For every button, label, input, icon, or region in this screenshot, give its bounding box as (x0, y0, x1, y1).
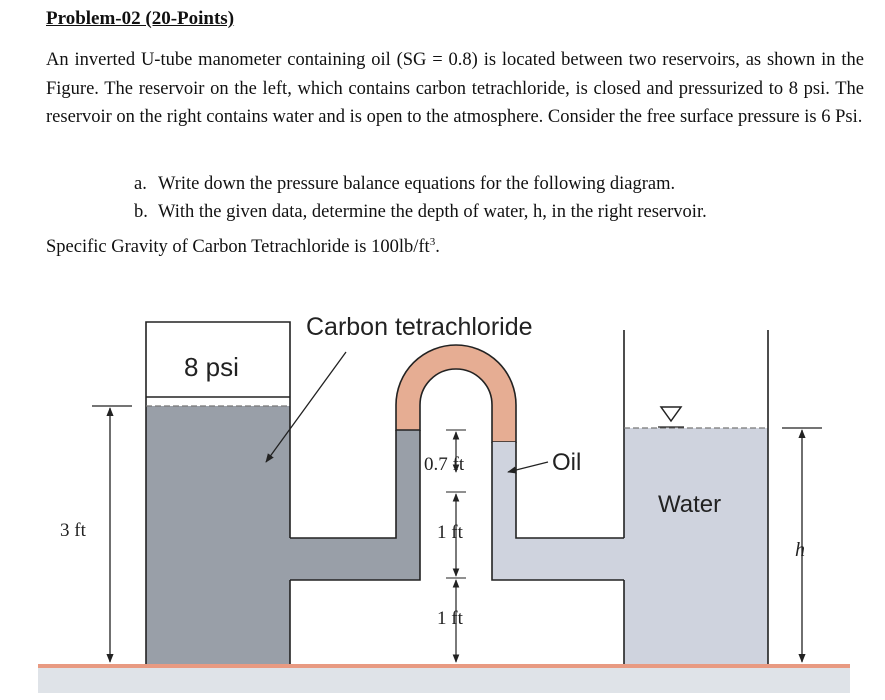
task-marker: a. (134, 174, 147, 194)
oil-u-tube (395, 344, 517, 443)
task-text: With the given data, determine the depth… (158, 202, 707, 222)
problem-title: Problem-02 (20-Points) (46, 8, 235, 29)
task-item-b: b. With the given data, determine the dep… (134, 198, 707, 226)
task-list: a. Write down the pressure balance equati… (134, 170, 707, 226)
left-pipe-wall (290, 430, 421, 581)
task-marker: b. (134, 202, 148, 222)
dim-07ft-label: 0.7 ft (424, 454, 465, 475)
note-superscript: 3 (429, 236, 436, 248)
dim-3ft-label: 3 ft (60, 520, 87, 541)
free-surface-symbol (659, 406, 683, 423)
ground-base (38, 667, 850, 693)
oil-leader (507, 461, 549, 474)
right-pipe-wall (491, 442, 624, 581)
water-pipe (492, 442, 624, 580)
problem-statement: An inverted U-tube manometer containing … (46, 50, 864, 127)
task-text: Write down the pressure balance equation… (158, 174, 676, 194)
pressure-label: 8 psi (184, 352, 239, 382)
note-text: Specific Gravity of Carbon Tetrachloride… (46, 237, 430, 258)
ccl4-leader (265, 351, 347, 463)
dim-1ft-a-label: 1 ft (437, 522, 464, 543)
oil-label: Oil (552, 449, 581, 476)
ground-line (38, 664, 850, 668)
specific-gravity-note: Specific Gravity of Carbon Tetrachloride… (46, 236, 440, 258)
ccl4-label: Carbon tetrachloride (306, 313, 533, 341)
dim-h-label: h (795, 539, 805, 561)
ccl4-fluid (146, 406, 420, 664)
task-item-a: a. Write down the pressure balance equati… (134, 170, 707, 198)
water-fluid (624, 428, 768, 664)
right-reservoir-wall (623, 330, 769, 664)
note-end: . (435, 237, 440, 258)
dim-1ft-b-label: 1 ft (437, 608, 464, 629)
water-label: Water (658, 491, 721, 518)
